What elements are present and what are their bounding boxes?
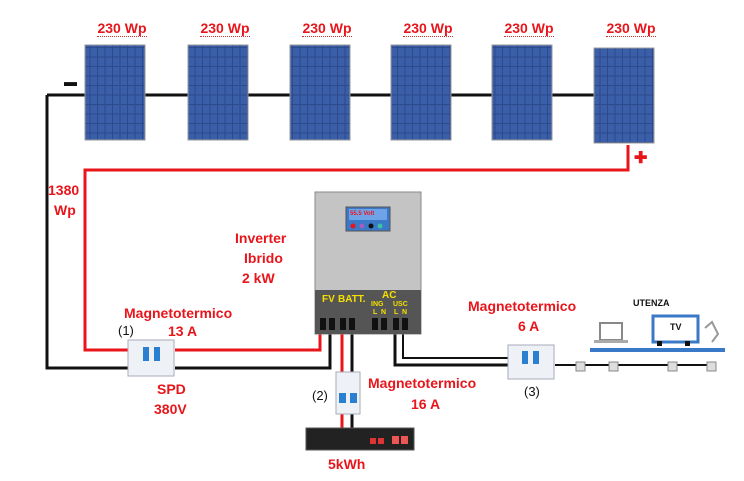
solar-panel (593, 47, 655, 144)
inverter-display: 55.5 Volt (350, 211, 375, 217)
plus-icon: ✚ (634, 150, 648, 167)
panel-label: 230 Wp (403, 20, 453, 37)
array-power-unit: Wp (54, 202, 76, 218)
l-label: L (394, 309, 399, 316)
batt-label: BATT. (338, 294, 366, 305)
laptop-icon (599, 322, 623, 341)
breaker-3-rating: 6 A (518, 318, 540, 334)
inverter-title: Inverter (235, 230, 287, 246)
minus-icon: ▬ (64, 74, 77, 89)
inverter-power: 2 kW (242, 270, 275, 286)
panel-label: 230 Wp (200, 20, 250, 37)
solar-panel (187, 44, 249, 141)
panel-label: 230 Wp (97, 20, 147, 37)
spd-title: SPD (157, 381, 186, 397)
solar-panel (289, 44, 351, 141)
solar-panel (491, 44, 553, 141)
inverter-type: Ibrido (244, 250, 283, 266)
battery (305, 427, 415, 451)
breaker-1-number: (1) (118, 323, 134, 338)
inverter (314, 191, 422, 335)
breaker-2 (335, 371, 361, 415)
breaker-3-title: Magnetotermico (468, 298, 577, 314)
solar-panel (84, 44, 146, 141)
panel-label: 230 Wp (504, 20, 554, 37)
solar-panels (84, 44, 655, 144)
breaker-1-title: Magnetotermico (124, 305, 233, 321)
breaker-2-rating: 16 A (411, 396, 441, 412)
tv-label: TV (670, 322, 682, 332)
tv-icon (651, 314, 700, 344)
array-power-value: 1380 (48, 182, 80, 198)
panel-label: 230 Wp (302, 20, 352, 37)
spd-rating: 380V (154, 401, 187, 417)
l-label: L (373, 309, 378, 316)
n-label: N (381, 309, 387, 316)
battery-capacity: 5kWh (328, 456, 366, 472)
positive-wire (83, 145, 630, 352)
breaker-3-number: (3) (524, 384, 540, 399)
breaker-1-rating: 13 A (168, 323, 198, 339)
panel-label: 230 Wp (606, 20, 656, 37)
positive-wire-inverter (175, 333, 322, 352)
breaker-3 (507, 344, 555, 380)
n-label: N (402, 309, 408, 316)
usc-label: USC (393, 301, 408, 308)
ing-label: ING (371, 301, 384, 308)
negative-wire-inverter (175, 333, 332, 370)
fv-label: FV (322, 294, 335, 305)
load-title: UTENZA (633, 298, 670, 308)
breaker-2-number: (2) (312, 388, 328, 403)
solar-panel (390, 44, 452, 141)
breaker-2-title: Magnetotermico (368, 375, 477, 391)
negative-wire (45, 95, 135, 370)
load-devices (575, 314, 725, 372)
lamp-icon (704, 320, 720, 343)
breaker-1 (127, 339, 175, 377)
ac-label: AC (382, 290, 397, 301)
